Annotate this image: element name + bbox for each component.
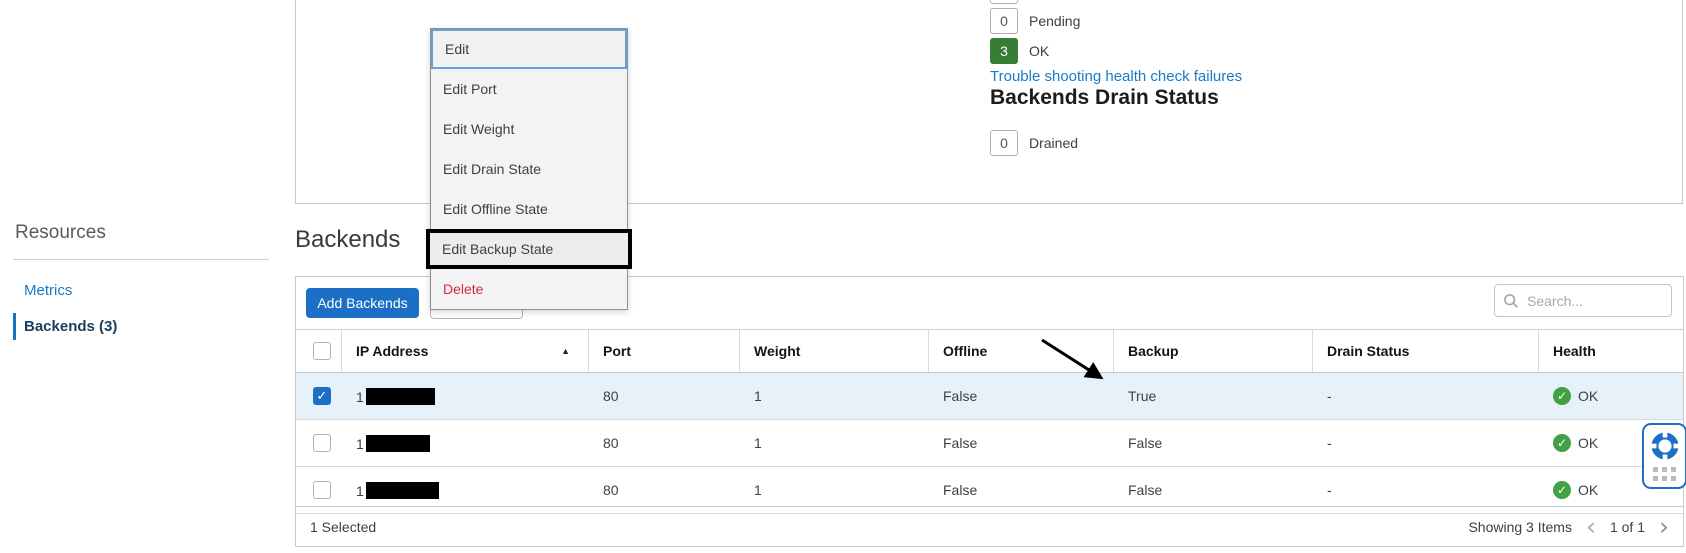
life-ring-icon — [1648, 429, 1681, 463]
table-row[interactable]: 1 80 1 False False - ✓ OK — [296, 467, 1683, 514]
offline-cell: False — [943, 388, 978, 404]
offline-cell: False — [943, 435, 978, 451]
search-icon — [1504, 293, 1518, 308]
drag-handle-dots[interactable] — [1653, 467, 1676, 481]
offline-cell: False — [943, 482, 978, 498]
ip-address-cell: 1 — [342, 481, 589, 499]
row-checkbox[interactable]: ✓ — [313, 387, 331, 405]
menu-item-edit[interactable]: Edit — [431, 29, 627, 69]
ip-address-cell: 1 — [342, 434, 589, 452]
health-cell: ✓ OK — [1539, 434, 1683, 452]
column-header-ip-address[interactable]: IP Address ▲ — [342, 330, 589, 372]
backup-cell: True — [1128, 388, 1157, 404]
partial-badge — [990, 0, 1018, 4]
weight-cell: 1 — [754, 388, 762, 404]
resources-sidebar: Resources Metrics Backends (3) — [13, 222, 283, 340]
sidebar-divider — [13, 259, 269, 260]
weight-cell: 1 — [754, 435, 762, 451]
health-ok-icon: ✓ — [1553, 434, 1571, 452]
column-header-health[interactable]: Health — [1553, 343, 1596, 359]
pending-count-badge: 0 — [990, 8, 1018, 34]
menu-item-delete[interactable]: Delete — [431, 269, 627, 309]
chevron-left-icon[interactable]: ‹ — [1585, 511, 1596, 541]
redacted-ip — [365, 481, 439, 499]
table-row[interactable]: ✓ 1 80 1 False True - ✓ OK — [296, 373, 1683, 420]
menu-item-edit-port[interactable]: Edit Port — [431, 69, 627, 109]
column-header-weight[interactable]: Weight — [740, 330, 929, 372]
port-cell: 80 — [603, 435, 619, 451]
ok-label: OK — [1029, 43, 1050, 59]
table-row[interactable]: 1 80 1 False False - ✓ OK — [296, 420, 1683, 467]
table-header-row: IP Address ▲ Port Weight Offline Backup … — [296, 329, 1683, 373]
backends-table-card: Add Backends IP Address ▲ Port Weight Of… — [295, 276, 1684, 547]
select-all-checkbox[interactable] — [313, 342, 331, 360]
health-ok-icon: ✓ — [1553, 387, 1571, 405]
troubleshooting-link[interactable]: Trouble shooting health check failures — [990, 68, 1243, 85]
backup-cell: False — [1128, 482, 1163, 498]
table-footer: 1 Selected Showing 3 Items ‹ 1 of 1 › — [296, 506, 1683, 546]
health-cell: ✓ OK — [1539, 387, 1683, 405]
backend-actions-menu: Edit Edit Port Edit Weight Edit Drain St… — [426, 28, 632, 310]
page-indicator: 1 of 1 — [1609, 518, 1645, 535]
health-cell: ✓ OK — [1539, 481, 1683, 499]
weight-cell: 1 — [754, 482, 762, 498]
pagination: Showing 3 Items ‹ 1 of 1 › — [1468, 511, 1669, 541]
drained-label: Drained — [1029, 135, 1079, 151]
sidebar-item-metrics[interactable]: Metrics — [24, 282, 73, 299]
backends-drain-status-heading: Backends Drain Status — [990, 86, 1219, 109]
ok-status-row: 3 OK — [990, 38, 1049, 64]
health-ok-icon: ✓ — [1553, 481, 1571, 499]
selected-count: 1 Selected — [310, 518, 377, 535]
redacted-ip — [365, 434, 430, 452]
row-checkbox[interactable] — [313, 434, 331, 452]
row-checkbox[interactable] — [313, 481, 331, 499]
drained-count-badge: 0 — [990, 130, 1018, 156]
column-header-port[interactable]: Port — [589, 330, 740, 372]
backup-cell: False — [1128, 435, 1163, 451]
menu-item-edit-drain-state[interactable]: Edit Drain State — [431, 149, 627, 189]
menu-item-edit-offline-state[interactable]: Edit Offline State — [431, 189, 627, 229]
drain-status-cell: - — [1327, 388, 1332, 404]
sidebar-title: Resources — [15, 222, 106, 243]
backends-table: IP Address ▲ Port Weight Offline Backup … — [296, 329, 1683, 514]
showing-items-text: Showing 3 Items — [1468, 518, 1572, 535]
drained-status-row: 0 Drained — [990, 130, 1078, 156]
column-header-backup[interactable]: Backup — [1114, 330, 1313, 372]
menu-item-edit-weight[interactable]: Edit Weight — [431, 109, 627, 149]
menu-item-edit-backup-state[interactable]: Edit Backup State — [426, 229, 632, 269]
search-input[interactable] — [1525, 291, 1663, 310]
pending-status-row: 0 Pending — [990, 8, 1080, 34]
add-backends-button[interactable]: Add Backends — [306, 288, 419, 318]
ok-count-badge: 3 — [990, 38, 1018, 64]
column-header-offline[interactable]: Offline — [929, 330, 1114, 372]
ip-address-cell: 1 — [342, 387, 589, 405]
page-title: Backends — [295, 226, 401, 253]
column-header-drain-status[interactable]: Drain Status — [1313, 330, 1539, 372]
pending-label: Pending — [1029, 13, 1081, 29]
table-search[interactable] — [1494, 284, 1672, 317]
chevron-right-icon[interactable]: › — [1659, 511, 1669, 541]
redacted-ip — [365, 387, 435, 405]
drain-status-cell: - — [1327, 482, 1332, 498]
sort-asc-icon: ▲ — [561, 346, 570, 356]
port-cell: 80 — [603, 388, 619, 404]
sidebar-item-backends[interactable]: Backends (3) — [13, 313, 283, 340]
support-widget[interactable] — [1642, 423, 1686, 489]
drain-status-cell: - — [1327, 435, 1332, 451]
port-cell: 80 — [603, 482, 619, 498]
